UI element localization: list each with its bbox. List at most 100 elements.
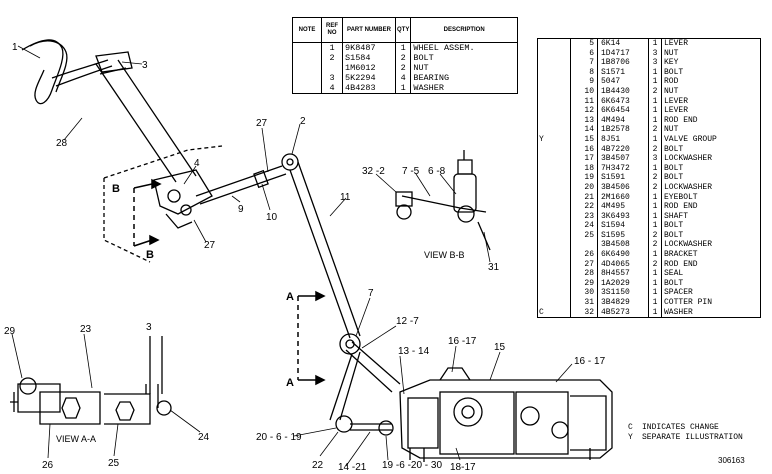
steering-gearbox: [153, 169, 213, 215]
cell-note: [537, 269, 571, 279]
cell-note: [537, 221, 571, 231]
cell-ref: 31: [570, 298, 598, 308]
cell-part-number: 6K6473: [597, 96, 649, 107]
cell-ref: 12: [570, 106, 598, 116]
cell-qty: 3: [648, 154, 662, 164]
cell-part-number: 8J51: [597, 134, 649, 145]
cell-ref: [321, 63, 343, 73]
callout-16-17-left: 16 -17: [448, 336, 477, 347]
cell-qty: 1: [394, 42, 412, 53]
callout-3: 3: [142, 60, 148, 71]
cell-description: WASHER: [410, 83, 518, 94]
legend-key: Y: [628, 433, 633, 442]
cell-ref: 1: [321, 42, 343, 53]
cell-part-number: 3B4506: [597, 182, 649, 193]
cell-qty: 1: [648, 202, 662, 212]
cell-part-number: 3K6493: [597, 211, 649, 222]
cell-part-number: S1571: [597, 67, 649, 78]
cell-note: [537, 250, 571, 260]
cell-note: Y: [537, 134, 571, 145]
cell-qty: 1: [648, 192, 662, 203]
cell-note: [537, 125, 571, 135]
cell-note: [537, 144, 571, 155]
cell-ref: 4: [321, 83, 343, 94]
callout-10: 10: [266, 212, 278, 223]
cell-note: [537, 106, 571, 116]
cell-ref: 10: [570, 86, 598, 97]
cell-note: [537, 192, 571, 203]
cell-note: C: [537, 307, 571, 318]
cell-note: [537, 163, 571, 174]
cell-part-number: S1594: [597, 221, 649, 231]
cell-qty: 1: [648, 307, 662, 318]
cell-part-number: 4B5273: [597, 307, 649, 318]
cell-ref: 20: [570, 182, 598, 193]
section-a-top: A: [286, 291, 294, 303]
callout-7-5: 7 -5: [402, 166, 420, 177]
cell-note: [292, 63, 322, 73]
cell-part-number: 5K2294: [342, 73, 396, 83]
cell-ref: 21: [570, 192, 598, 203]
callout-14-21: 14 -21: [338, 462, 367, 473]
cell-note: [537, 48, 571, 59]
parts-table-top: NOTE REF NO PART NUMBER QTY DESCRIPTION …: [292, 17, 518, 94]
cell-note: [537, 259, 571, 270]
cell-part-number: S1595: [597, 230, 649, 241]
cell-description: BOLT: [664, 144, 684, 154]
cell-note: [537, 182, 571, 193]
steering-wheel: [21, 39, 64, 105]
cell-qty: 1: [648, 278, 662, 289]
cell-note: [537, 298, 571, 308]
cell-qty: 1: [648, 134, 662, 145]
callout-23: 23: [80, 324, 92, 335]
cell-note: [537, 288, 571, 299]
cell-part-number: 1A2029: [597, 278, 649, 289]
cell-description: LOCKWASHER: [664, 240, 713, 250]
cell-description: BEARING: [410, 73, 518, 83]
callout-6-8: 6 -8: [428, 166, 446, 177]
cell-description: SEAL: [664, 269, 684, 279]
cell-description: EYEBOLT: [664, 192, 698, 202]
cell-qty: 1: [648, 221, 662, 231]
cell-part-number: 4M495: [597, 202, 649, 212]
cell-qty: 2: [648, 125, 662, 135]
view-aa-label: VIEW A-A: [56, 434, 96, 444]
cell-ref: 5: [570, 38, 598, 49]
callout-18-17: 18-17: [450, 462, 476, 473]
cell-description: BOLT: [664, 173, 684, 183]
cell-ref: 28: [570, 269, 598, 279]
cell-description: LOCKWASHER: [664, 182, 713, 192]
cell-ref: 26: [570, 250, 598, 260]
callout-15: 15: [494, 342, 506, 353]
cell-part-number: 4B4283: [342, 83, 396, 94]
cell-part-number: 1M6012: [342, 63, 396, 73]
cell-part-number: 1B8706: [597, 58, 649, 68]
legend-text: INDICATES CHANGE: [642, 423, 719, 432]
cell-ref: 19: [570, 173, 598, 183]
cell-qty: 1: [394, 83, 412, 94]
cell-part-number: S1591: [597, 173, 649, 183]
steering-column: [95, 59, 197, 183]
cell-note: [537, 67, 571, 78]
callout-20-6-19: 20 - 6 - 19: [256, 432, 302, 443]
cell-qty: 1: [648, 269, 662, 279]
cell-ref: 17: [570, 154, 598, 164]
cell-description: KEY: [664, 58, 679, 68]
cell-description: NUT: [410, 63, 518, 73]
callout-27-bottom: 27: [204, 240, 216, 251]
header-note: NOTE: [292, 17, 322, 43]
cell-note: [537, 38, 571, 49]
cell-part-number: 6K6454: [597, 106, 649, 116]
cell-ref: 11: [570, 96, 598, 107]
callout-26: 26: [42, 460, 54, 471]
cell-description: LEVER: [664, 96, 689, 106]
cell-note: [537, 240, 571, 251]
